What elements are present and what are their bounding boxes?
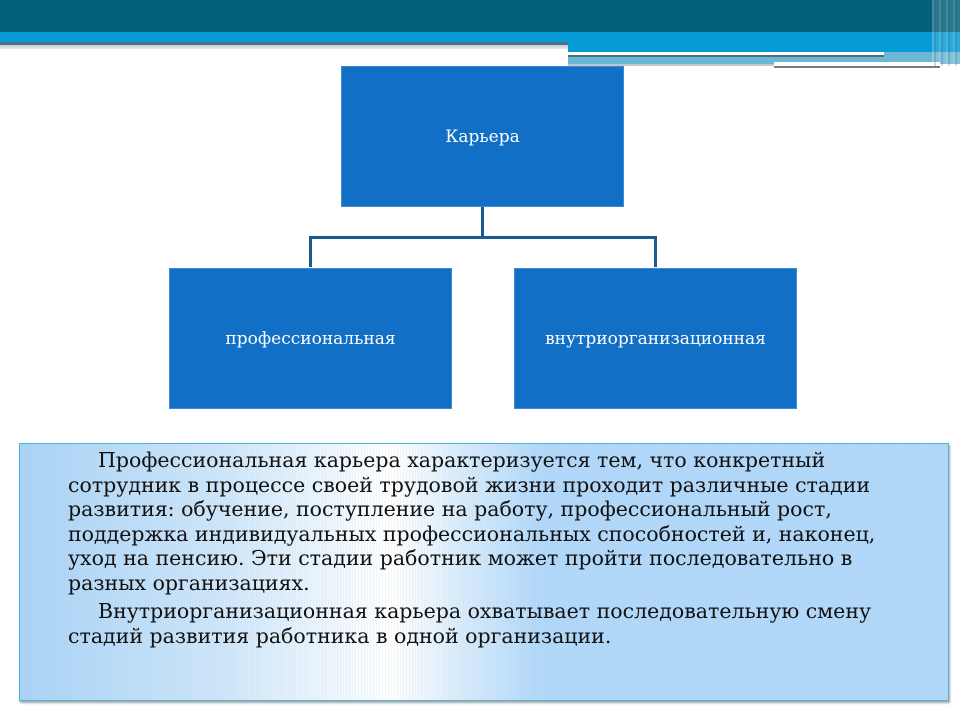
diagram-child-node-intraorganizational: внутриорганизационная [514,268,797,409]
connector-left-vertical [309,236,312,267]
diagram-child-node-professional: профессиональная [169,268,452,409]
child-node-label: внутриорганизационная [545,328,766,349]
connector-right-vertical [654,236,657,267]
header-white-line [568,52,884,55]
paragraph-intraorganizational-career: Внутриорганизационная карьера охватывает… [68,599,872,648]
header-grey-line [568,55,884,57]
connector-horizontal [309,236,657,239]
header-vertical-stripes [932,0,960,66]
child-node-label: профессиональная [225,328,396,349]
header-shadow-line [568,64,774,66]
header-grey-line-lower [774,66,940,68]
diagram-root-node: Карьера [341,66,624,207]
header-cyan-band-right [568,42,960,52]
connector-root-vertical [481,207,484,238]
header-dark-band [0,0,960,32]
paragraph-professional-career: Профессиональная карьера характеризуется… [68,448,876,595]
header-white-line-lower [774,62,940,66]
description-textbox: Профессиональная карьера характеризуется… [19,443,949,701]
root-node-label: Карьера [445,126,520,147]
header-rule-left [0,42,568,45]
header-cyan-band [0,32,960,42]
header-rule-left-shadow [0,45,568,49]
